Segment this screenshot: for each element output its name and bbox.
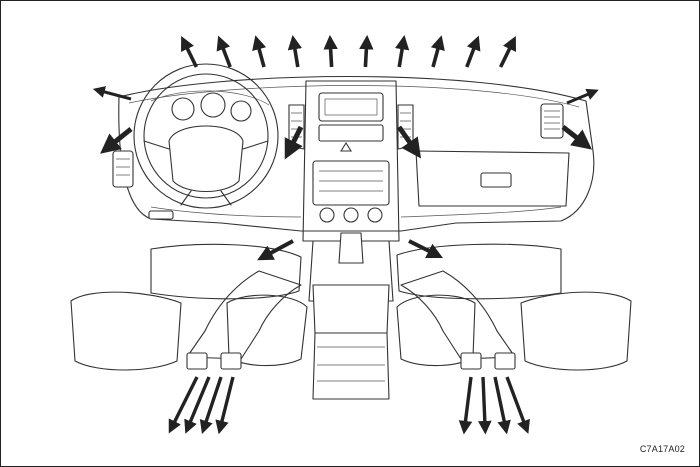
- passenger-seat-top: [396, 243, 562, 300]
- steering-hub: [168, 125, 244, 192]
- passenger-seat-cushion-right: [520, 291, 632, 371]
- rear-floor-arrow-left: [215, 376, 235, 435]
- clock-panel: [318, 124, 384, 142]
- driver-seat-cushion-left: [70, 291, 182, 371]
- climate-knob-center: [343, 207, 359, 223]
- rear-floor-arrow-right: [493, 376, 511, 435]
- climate-knob-left: [319, 207, 335, 223]
- defrost-arrow: [287, 35, 303, 68]
- gear-shift: [338, 232, 364, 264]
- panel-vent-arrow-center-left: [284, 125, 304, 160]
- panel-vent-arrow-center-right: [396, 125, 422, 159]
- defrost-arrow: [498, 35, 516, 68]
- audio-unit: [312, 160, 390, 206]
- glove-box-latch: [480, 172, 512, 188]
- rear-floor-arrow-left: [199, 376, 223, 435]
- climate-knob-right: [367, 207, 383, 223]
- gauge-center: [200, 92, 226, 118]
- floor-arrow-right: [408, 239, 444, 259]
- driver-side-vent: [112, 150, 134, 188]
- hood-release: [148, 210, 174, 220]
- defrost-arrow: [394, 35, 410, 68]
- rear-floor-arrow-left: [168, 376, 199, 434]
- passenger-side-vent: [540, 103, 564, 139]
- glove-box: [415, 150, 570, 207]
- armrest: [312, 284, 390, 334]
- gauge-right: [230, 100, 252, 122]
- defrost-arrow: [323, 34, 338, 68]
- hazard-button: [340, 141, 352, 152]
- rear-floor-arrow-right: [458, 376, 473, 435]
- front-seats: [70, 243, 632, 371]
- panel-vent-arrow-passenger: [561, 125, 593, 150]
- defrost-arrow: [252, 35, 267, 68]
- left-floor-duct: [186, 270, 302, 360]
- defrost-arrow: [359, 34, 374, 68]
- dashboard: [112, 75, 595, 232]
- right-floor-duct: [400, 270, 516, 360]
- panel-vent-arrow-driver: [100, 127, 133, 154]
- steering-wheel: [133, 63, 279, 220]
- airflow-arrows: [92, 34, 599, 435]
- rear-floor-arrow-right: [505, 376, 530, 434]
- side-window-arrow-left: [92, 86, 132, 101]
- driver-seat-top: [150, 243, 302, 300]
- gauge-left: [171, 97, 195, 121]
- defrost-arrow: [181, 35, 199, 68]
- rear-floor-ducts: [186, 270, 516, 370]
- floor-arrow-left: [257, 239, 294, 261]
- rear-floor-arrow-right: [478, 376, 492, 435]
- rear-floor-arrow-left: [184, 376, 211, 434]
- defrost-arrow: [430, 35, 445, 68]
- center-stack: [288, 80, 414, 242]
- defrost-arrow: [465, 35, 481, 68]
- defrost-arrow: [216, 35, 232, 68]
- side-window-arrow-right: [566, 88, 599, 105]
- center-console: [308, 232, 394, 400]
- figure-code: C7A17A02: [639, 444, 685, 454]
- display-screen: [318, 92, 384, 122]
